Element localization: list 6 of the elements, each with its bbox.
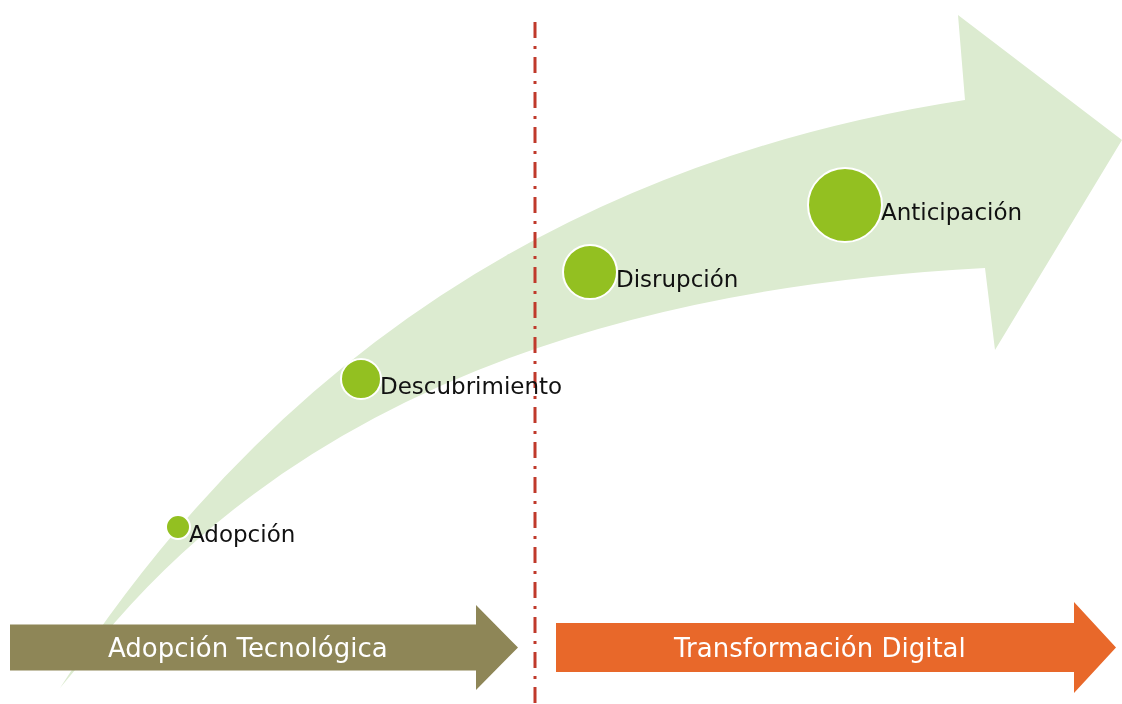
arrow-label: Transformación Digital bbox=[674, 634, 966, 661]
arrow-label: Adopción Tecnológica bbox=[108, 634, 388, 661]
stage-label: Anticipación bbox=[881, 201, 1023, 224]
stage-label: Descubrimiento bbox=[380, 375, 563, 398]
stage-label: Disrupción bbox=[616, 268, 739, 291]
stage-label: Adopción bbox=[189, 523, 296, 546]
